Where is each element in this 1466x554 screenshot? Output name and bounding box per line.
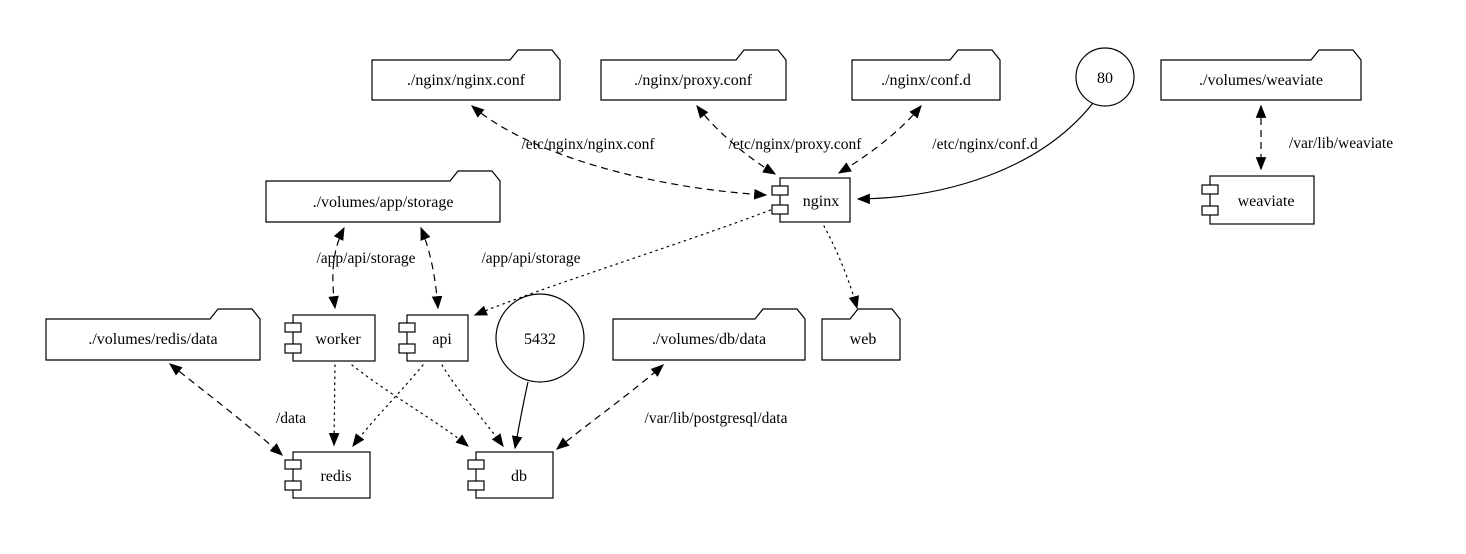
edge-worker-db (351, 364, 470, 447)
node-label: api (432, 331, 452, 348)
port-circle (495, 293, 585, 383)
edge-nginx-nginxconf (470, 105, 768, 200)
edge-redisdata-redis (168, 363, 283, 456)
folder-shape (1160, 49, 1362, 101)
edge-label-app-api-storage-api: /app/api/storage (482, 250, 581, 267)
edge-label-data: /data (276, 410, 306, 427)
node-proxy-conf-file: ./nginx/proxy.conf (600, 49, 787, 101)
component-body (292, 451, 371, 499)
node-label: ./volumes/weaviate (1199, 72, 1323, 89)
edge-nginx-confd (837, 104, 922, 174)
component-tab (467, 459, 485, 470)
node-weaviate: weaviate (1201, 175, 1315, 225)
folder-shape (612, 308, 806, 361)
node-label: ./volumes/app/storage (313, 194, 454, 211)
node-label: ./nginx/conf.d (881, 72, 971, 89)
edge-nginx-proxyconf (696, 104, 777, 175)
node-label: redis (320, 468, 351, 485)
node-volumes-redis-data: ./volumes/redis/data (45, 308, 261, 361)
folder-shape (371, 49, 561, 101)
node-worker: worker (284, 314, 376, 362)
folder-shape (821, 308, 901, 361)
node-label: ./nginx/nginx.conf (407, 72, 526, 89)
edge-nginx-api (473, 207, 777, 316)
component-tab (284, 322, 302, 333)
node-label: 80 (1097, 70, 1113, 87)
edge-label-etc-nginx-conf-d: /etc/nginx/conf.d (932, 136, 1038, 153)
component-body (1209, 175, 1315, 225)
edge-nginx-web (823, 225, 860, 310)
edge-label-app-api-storage-worker: /app/api/storage (317, 250, 416, 267)
component-tab (467, 480, 485, 491)
node-label: db (511, 468, 527, 485)
folder-shape (600, 49, 787, 101)
edge-label-etc-nginx-proxy-conf: /etc/nginx/proxy.conf (729, 136, 863, 153)
component-tab (398, 343, 416, 354)
node-conf-d-dir: ./nginx/conf.d (851, 49, 1001, 101)
node-web: web (821, 308, 901, 361)
edge-storage-api (420, 226, 443, 310)
node-db: db (467, 451, 554, 499)
node-redis: redis (284, 451, 371, 499)
node-api: api (398, 314, 469, 362)
node-port-80: 80 (1075, 47, 1135, 107)
edge-dbdata-db (555, 364, 664, 450)
folder-shape (45, 308, 261, 361)
component-body (475, 451, 554, 499)
edge-port5432-db (511, 381, 529, 450)
edge-api-db (441, 364, 504, 448)
folder-shape (265, 170, 501, 223)
component-tab (284, 459, 302, 470)
node-label: worker (315, 331, 361, 348)
node-volumes-weaviate: ./volumes/weaviate (1160, 49, 1362, 101)
node-nginx-conf-file: ./nginx/nginx.conf (371, 49, 561, 101)
node-label: 5432 (524, 331, 556, 348)
component-body (406, 314, 469, 362)
node-label: ./nginx/proxy.conf (634, 72, 753, 89)
edge-label-var-lib-postgresql-data: /var/lib/postgresql/data (645, 410, 788, 427)
component-body (292, 314, 376, 362)
port-circle (1075, 47, 1135, 107)
component-tab (398, 322, 416, 333)
edge-storage-worker (328, 226, 345, 310)
component-tab (771, 204, 789, 215)
edge-label-etc-nginx-nginx-conf: /etc/nginx/nginx.conf (521, 136, 655, 153)
edge-label-var-lib-weaviate: /var/lib/weaviate (1289, 135, 1393, 152)
node-port-5432: 5432 (495, 293, 585, 383)
edge-port80-nginx (856, 102, 1094, 205)
node-nginx: nginx (771, 177, 851, 223)
node-label: ./volumes/db/data (652, 331, 766, 348)
component-tab (284, 343, 302, 354)
edge-worker-redis (328, 364, 340, 447)
component-tab (771, 185, 789, 196)
component-tab (1201, 184, 1219, 195)
component-tab (1201, 205, 1219, 216)
edge-api-redis (352, 364, 424, 448)
component-tab (284, 480, 302, 491)
component-body (779, 177, 851, 223)
folder-shape (851, 49, 1001, 101)
node-volumes-app-storage: ./volumes/app/storage (265, 170, 501, 223)
node-label: weaviate (1238, 193, 1295, 210)
node-label: nginx (803, 193, 839, 210)
node-label: ./volumes/redis/data (88, 331, 217, 348)
node-volumes-db-data: ./volumes/db/data (612, 308, 806, 361)
node-label: web (850, 331, 877, 348)
